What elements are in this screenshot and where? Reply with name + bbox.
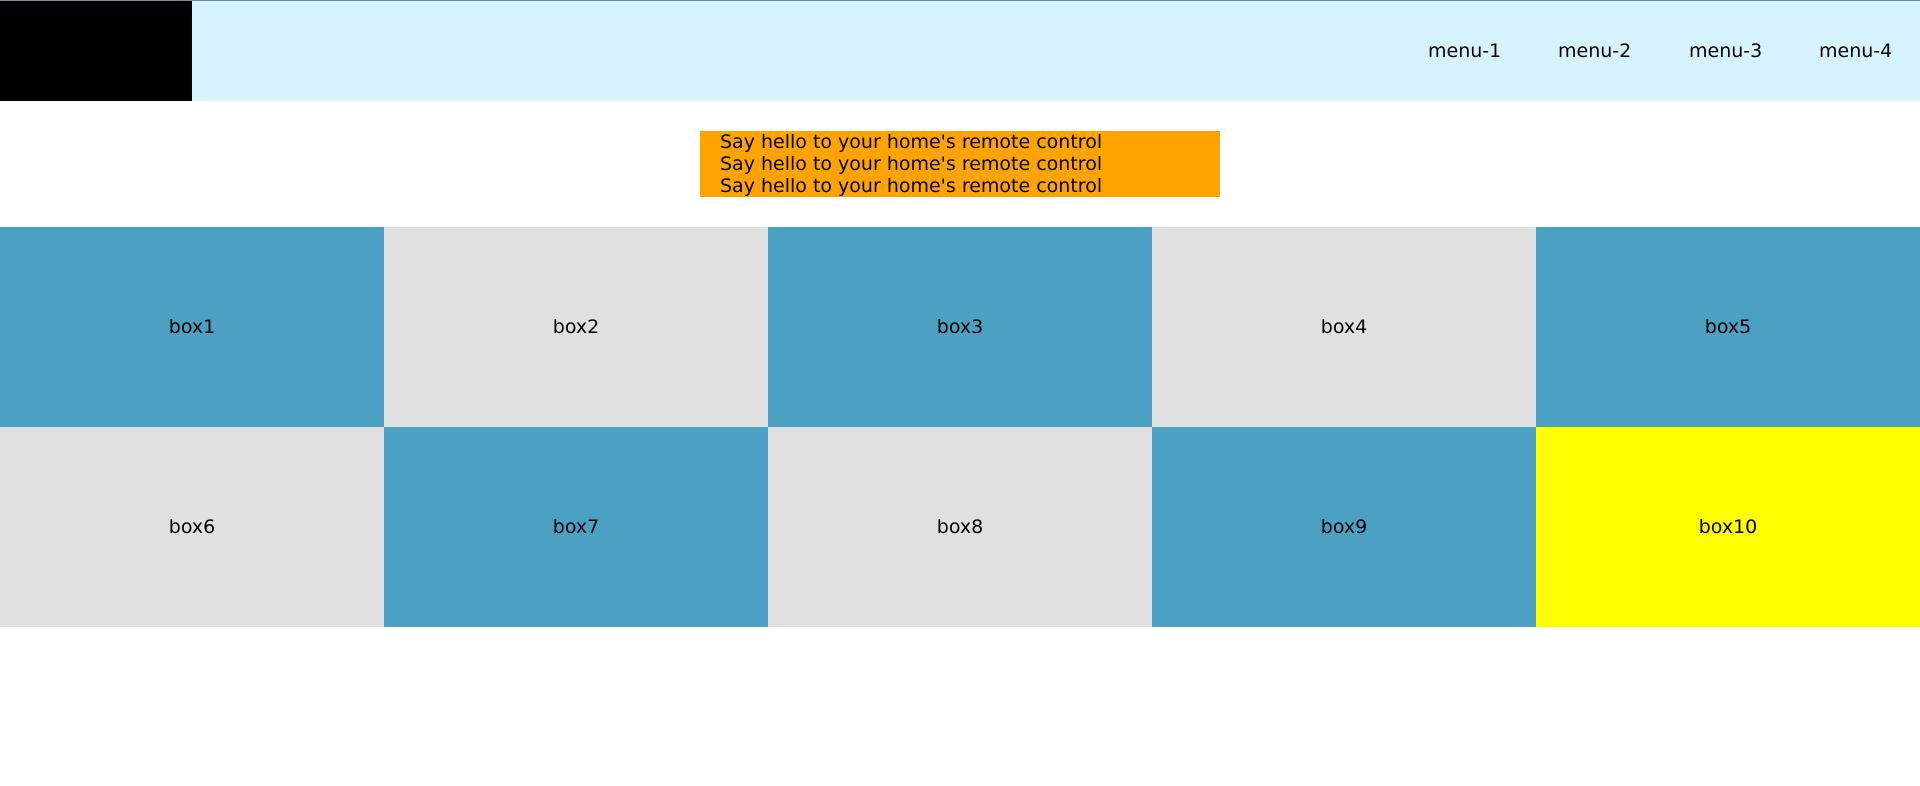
menu-item-2[interactable]: menu-2 <box>1558 40 1632 62</box>
promo-banner: Say hello to your home's remote control … <box>700 131 1220 197</box>
box-8: box8 <box>768 427 1152 627</box>
box-4: box4 <box>1152 227 1536 427</box>
menu-item-3[interactable]: menu-3 <box>1689 40 1763 62</box>
box-3: box3 <box>768 227 1152 427</box>
box-6: box6 <box>0 427 384 627</box>
box-7: box7 <box>384 427 768 627</box>
header: menu-1 menu-2 menu-3 menu-4 <box>0 0 1920 101</box>
banner-line-2: Say hello to your home's remote control <box>720 153 1103 175</box>
box-2: box2 <box>384 227 768 427</box>
box-5: box5 <box>1536 227 1920 427</box>
box-10: box10 <box>1536 427 1920 627</box>
banner-line-1: Say hello to your home's remote control <box>720 131 1103 153</box>
menu-item-4[interactable]: menu-4 <box>1819 40 1893 62</box>
logo[interactable] <box>0 1 192 101</box>
box-1: box1 <box>0 227 384 427</box>
banner-line-3: Say hello to your home's remote control <box>720 175 1103 197</box>
box-grid: box1 box2 box3 box4 box5 box6 box7 box8 … <box>0 227 1920 627</box>
menu-item-1[interactable]: menu-1 <box>1428 40 1502 62</box>
box-9: box9 <box>1152 427 1536 627</box>
